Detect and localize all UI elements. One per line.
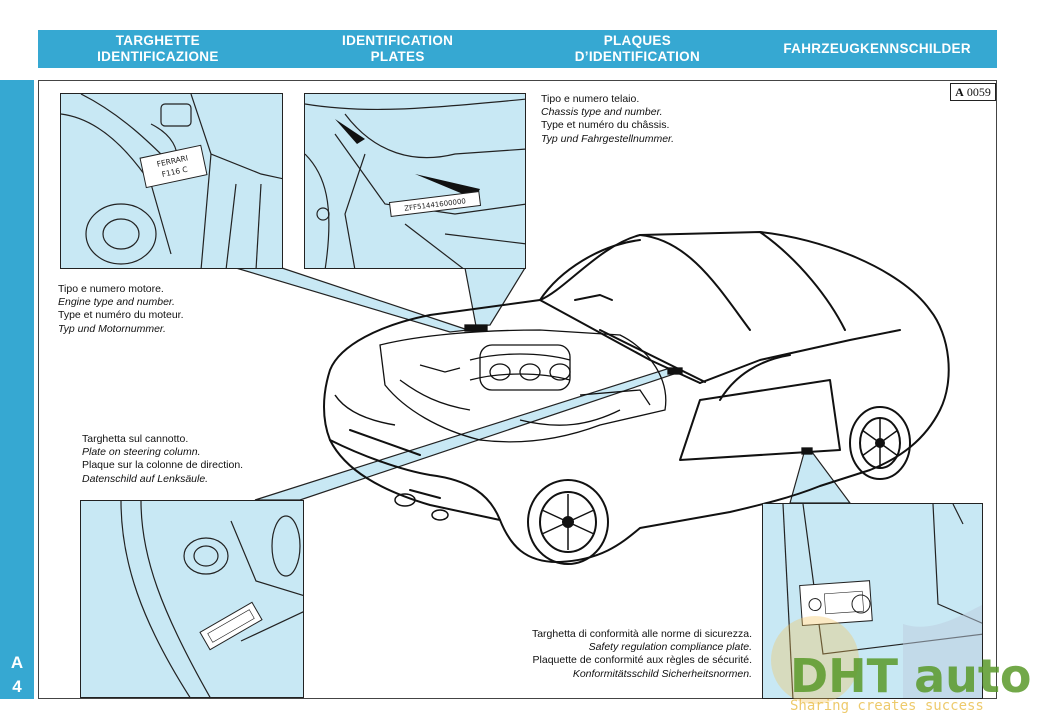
steering-plate-inset: [80, 500, 304, 698]
steering-plate-drawing: [120, 501, 303, 697]
title-german: FAHRZEUGKENNSCHILDER: [783, 41, 971, 56]
steering-caption: Targhetta sul cannotto. Plate on steerin…: [82, 433, 243, 486]
compliance-plate-inset: [762, 503, 983, 699]
compliance-plate-drawing: [782, 504, 982, 698]
engine-caption-en: Engine type and number.: [58, 296, 175, 309]
engine-plate-inset: FERRARI F116 C: [60, 93, 283, 269]
figure-reference: A 0059: [950, 83, 996, 101]
figure-frame: [38, 80, 997, 699]
compliance-caption: Targhetta di conformità alle norme di si…: [480, 628, 752, 681]
chassis-leader-wedge: [464, 267, 527, 327]
dht-auto-watermark: DHT auto: [771, 616, 1031, 704]
title-english: IDENTIFICATION PLATES: [342, 33, 454, 64]
page-number: 4: [12, 677, 22, 696]
chassis-caption-it: Tipo e numero telaio.: [541, 93, 640, 105]
chassis-plate-drawing: ZFF51441600000: [305, 98, 525, 268]
compliance-leader-wedge: [789, 451, 852, 504]
car-body: [323, 231, 950, 564]
steering-caption-it: Targhetta sul cannotto.: [82, 433, 189, 445]
compliance-caption-it: Targhetta di conformità alle norme di si…: [531, 628, 752, 640]
engine-bay: [379, 324, 813, 455]
front-lights: [334, 394, 449, 521]
chassis-caption: Tipo e numero telaio. Chassis type and n…: [541, 93, 674, 146]
steering-leader-wedge: [254, 367, 682, 501]
engine-caption-de: Typ und Motornummer.: [58, 322, 166, 335]
chassis-plate-inset: ZFF51441600000: [304, 93, 526, 269]
section-tab: A 4: [0, 80, 34, 699]
figure-reference-prefix: A: [955, 85, 964, 99]
chassis-caption-en: Chassis type and number.: [541, 106, 663, 119]
section-letter: A: [10, 653, 24, 672]
title-french: PLAQUES D’IDENTIFICATION: [574, 33, 701, 64]
engine-caption: Tipo e numero motore. Engine type and nu…: [58, 283, 184, 336]
rear-wheel: [849, 406, 911, 480]
chassis-caption-de: Typ und Fahrgestellnummer.: [541, 132, 675, 145]
compliance-caption-fr: Plaquette de conformité aux règles de sé…: [532, 654, 752, 667]
steering-caption-fr: Plaque sur la colonne de direction.: [82, 459, 244, 472]
steering-caption-en: Plate on steering column.: [82, 446, 201, 459]
figure-reference-code: 0059: [966, 85, 991, 99]
watermark-logo-text: DHT auto: [790, 649, 1031, 703]
title-italian: TARGHETTE IDENTIFICAZIONE: [97, 33, 219, 64]
compliance-caption-de: Konformitätsschild Sicherheitsnormen.: [572, 667, 752, 680]
engine-caption-it: Tipo e numero motore.: [58, 283, 164, 295]
front-wheel: [527, 479, 609, 565]
chassis-caption-fr: Type et numéro du châssis.: [541, 119, 670, 132]
title-bar: TARGHETTE IDENTIFICAZIONE IDENTIFICATION…: [38, 30, 997, 68]
engine-plate-drawing: FERRARI F116 C: [61, 94, 282, 268]
steering-caption-de: Datenschild auf Lenksäule.: [82, 472, 209, 485]
engine-caption-fr: Type et numéro du moteur.: [58, 309, 184, 322]
engine-leader-wedge: [235, 267, 469, 333]
watermark-tagline: Sharing creates success: [790, 698, 984, 714]
compliance-caption-en: Safety regulation compliance plate.: [588, 641, 752, 654]
